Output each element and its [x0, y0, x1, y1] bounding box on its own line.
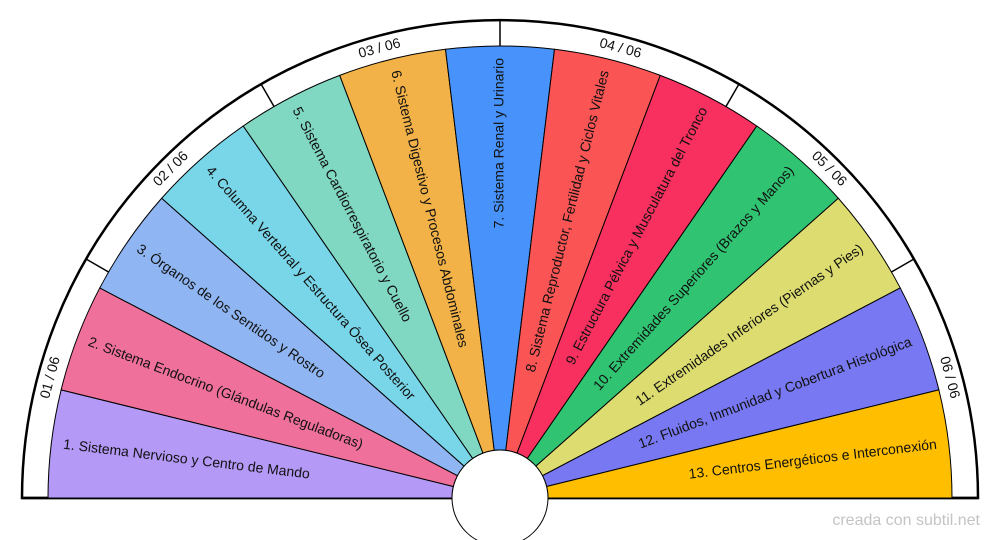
segments: [47, 45, 953, 499]
outer-ring-divider: [725, 83, 740, 107]
center-hub: [451, 449, 549, 540]
outer-ring-divider: [891, 258, 915, 273]
credit-text: creada con subtil.net: [832, 512, 980, 529]
outer-ring-divider: [85, 258, 109, 273]
outer-ring-divider: [260, 83, 275, 107]
segment-label-7: 7. Sistema Renal y Urinario: [491, 58, 507, 229]
